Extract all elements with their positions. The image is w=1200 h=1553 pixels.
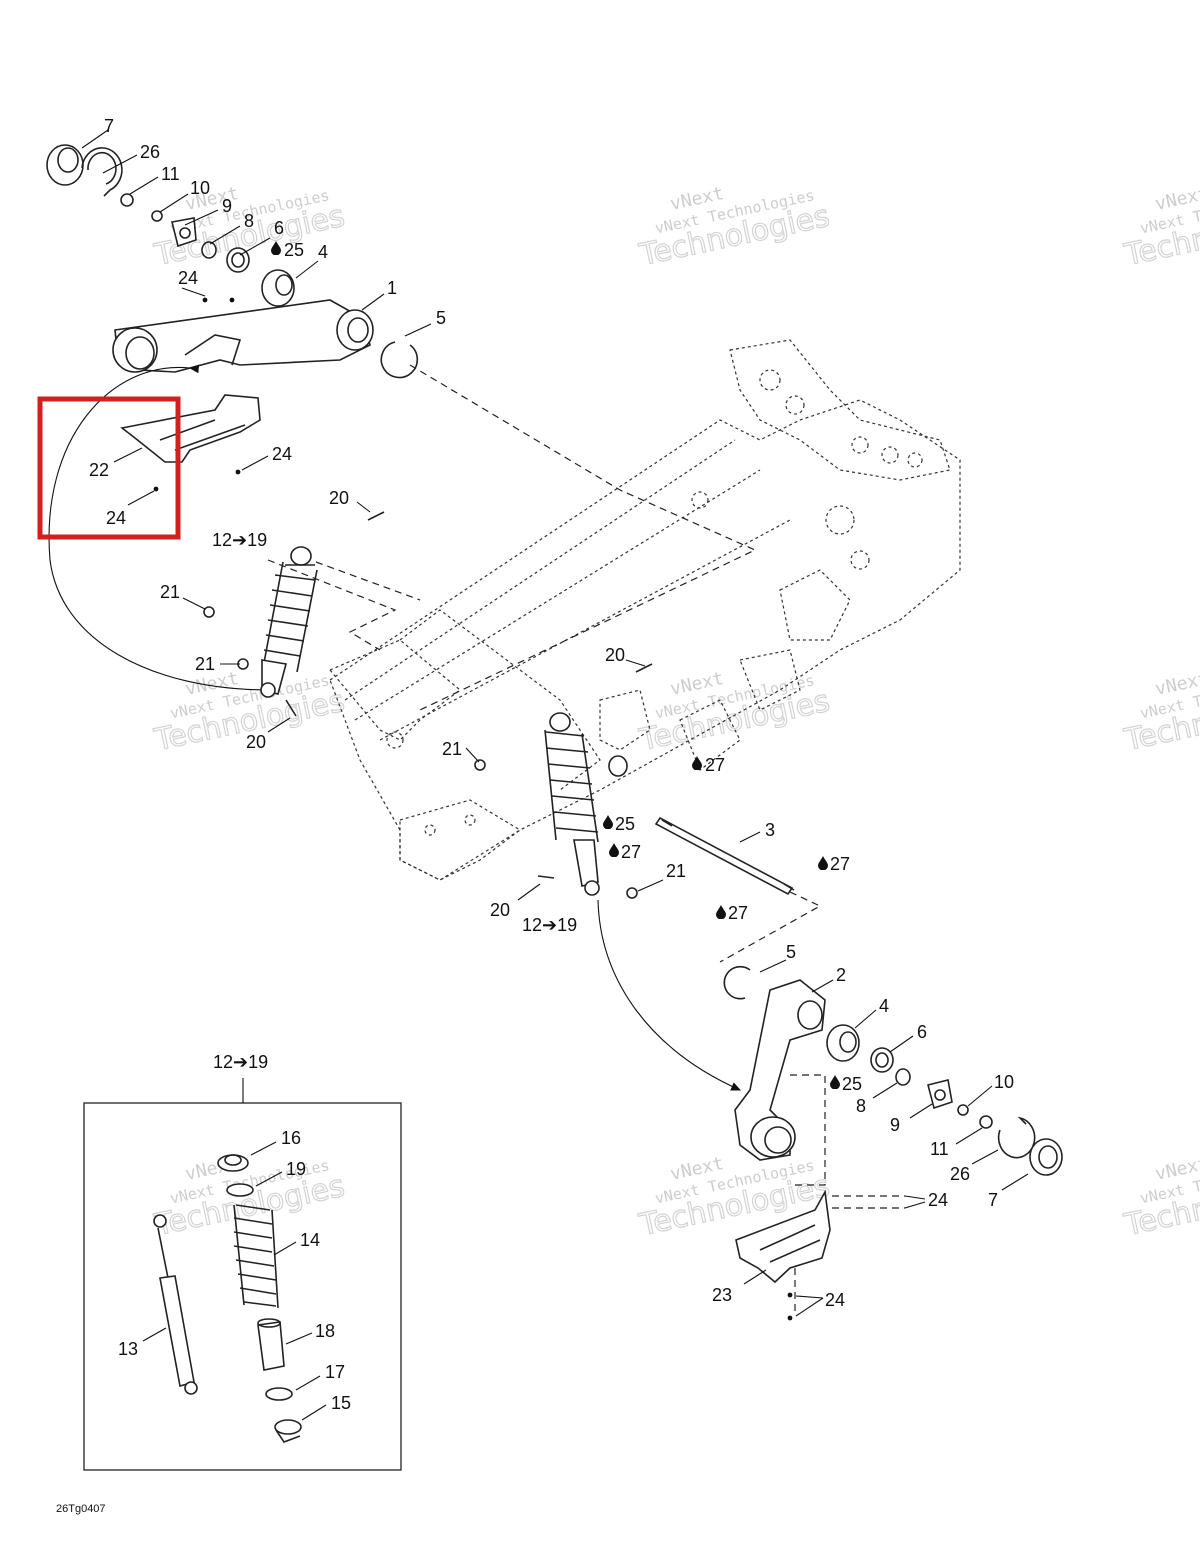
callout-8: 8: [856, 1096, 866, 1116]
assembly-guide-lines: [267, 364, 905, 1312]
callout-2: 2: [836, 965, 846, 985]
callout-21: 21: [160, 582, 180, 602]
callout-5: 5: [786, 942, 796, 962]
callout-27: 27: [705, 755, 725, 775]
callout-26: 26: [950, 1164, 970, 1184]
callout-6: 6: [917, 1022, 927, 1042]
callout-11: 11: [930, 1139, 949, 1159]
frame-fasteners: [203, 511, 653, 899]
callout-23: 23: [712, 1285, 732, 1305]
callout-25: 25: [615, 814, 635, 834]
shock-detail-parts: [153, 1154, 302, 1443]
grease-drop-icon: [716, 905, 726, 919]
callout-21: 21: [666, 861, 686, 881]
grease-drop-icon: [818, 856, 828, 870]
callout-4: 4: [879, 996, 889, 1016]
right-swing-arm-assembly: [723, 965, 1063, 1321]
callout-20: 20: [329, 488, 349, 508]
callout-3: 3: [765, 820, 775, 840]
callout-9: 9: [890, 1115, 900, 1135]
callout-27: 27: [728, 903, 748, 923]
callout-25: 25: [842, 1074, 862, 1094]
nut-part-11: [120, 193, 134, 207]
callout-20: 20: [246, 732, 266, 752]
callout-6: 6: [274, 218, 284, 238]
callout-21: 21: [442, 739, 462, 759]
right-shock-absorber: [544, 712, 600, 896]
ring-part-6: [226, 247, 250, 273]
callout-4: 4: [318, 242, 328, 262]
callout-20: 20: [605, 645, 625, 665]
callout-5: 5: [436, 308, 446, 328]
left-swing-arm-assembly: [46, 144, 419, 691]
callout-24: 24: [106, 508, 126, 528]
callout-24: 24: [178, 268, 198, 288]
callout-20: 20: [490, 900, 510, 920]
callout-25: 25: [284, 240, 304, 260]
grease-drop-icon: [692, 756, 702, 770]
callout-range-12-19: 12➔19: [213, 1052, 268, 1072]
callout-range-12-19: 12➔19: [522, 915, 577, 935]
grease-drop-icon: [603, 815, 613, 829]
callout-7: 7: [988, 1190, 998, 1210]
bearing-part-4b: [826, 1024, 860, 1062]
clamp-part-26: [81, 147, 123, 197]
callout-labels: 7 26 11 10 9 8 6 25 4 1 5 24 24 22 24 20…: [89, 116, 1014, 1413]
retaining-ring-part-5b: [723, 965, 751, 1000]
left-shock-absorber: [260, 546, 318, 698]
callout-1: 1: [387, 278, 397, 298]
callout-11: 11: [161, 164, 180, 184]
leader-lines: [81, 129, 1029, 1421]
callout-14: 14: [300, 1230, 320, 1250]
grease-drop-icons: [271, 241, 840, 1089]
callout-10: 10: [190, 178, 210, 198]
callout-8: 8: [244, 211, 254, 231]
retaining-ring-part-5: [380, 341, 419, 379]
callout-16: 16: [281, 1128, 301, 1148]
callout-26: 26: [140, 142, 160, 162]
callout-27: 27: [621, 842, 641, 862]
callout-21: 21: [195, 654, 215, 674]
washer-part-10: [151, 210, 163, 222]
vehicle-frame: [329, 339, 961, 881]
callout-27: 27: [830, 854, 850, 874]
callout-13: 13: [118, 1339, 138, 1359]
callout-22: 22: [89, 460, 109, 480]
callout-17: 17: [325, 1362, 345, 1382]
pivot-shaft-part-3: [654, 816, 795, 896]
callout-9: 9: [222, 196, 232, 216]
flange-part-9: [171, 217, 197, 248]
drawing-code: 26Tg0407: [56, 1503, 106, 1515]
seal-part-8: [201, 241, 217, 259]
callout-19: 19: [286, 1159, 306, 1179]
callout-7: 7: [104, 116, 114, 136]
guard-part-23: [735, 1189, 831, 1284]
callout-range-12-19: 12➔19: [212, 530, 267, 550]
callout-10: 10: [994, 1072, 1014, 1092]
callout-18: 18: [315, 1321, 335, 1341]
callout-24: 24: [272, 444, 292, 464]
bearing-part-4: [261, 269, 295, 307]
callout-24: 24: [928, 1190, 948, 1210]
grease-drop-icon: [609, 843, 619, 857]
grease-drop-icon: [830, 1075, 840, 1089]
callout-24: 24: [825, 1290, 845, 1310]
callout-15: 15: [331, 1393, 351, 1413]
highlight-box: [37, 396, 181, 540]
